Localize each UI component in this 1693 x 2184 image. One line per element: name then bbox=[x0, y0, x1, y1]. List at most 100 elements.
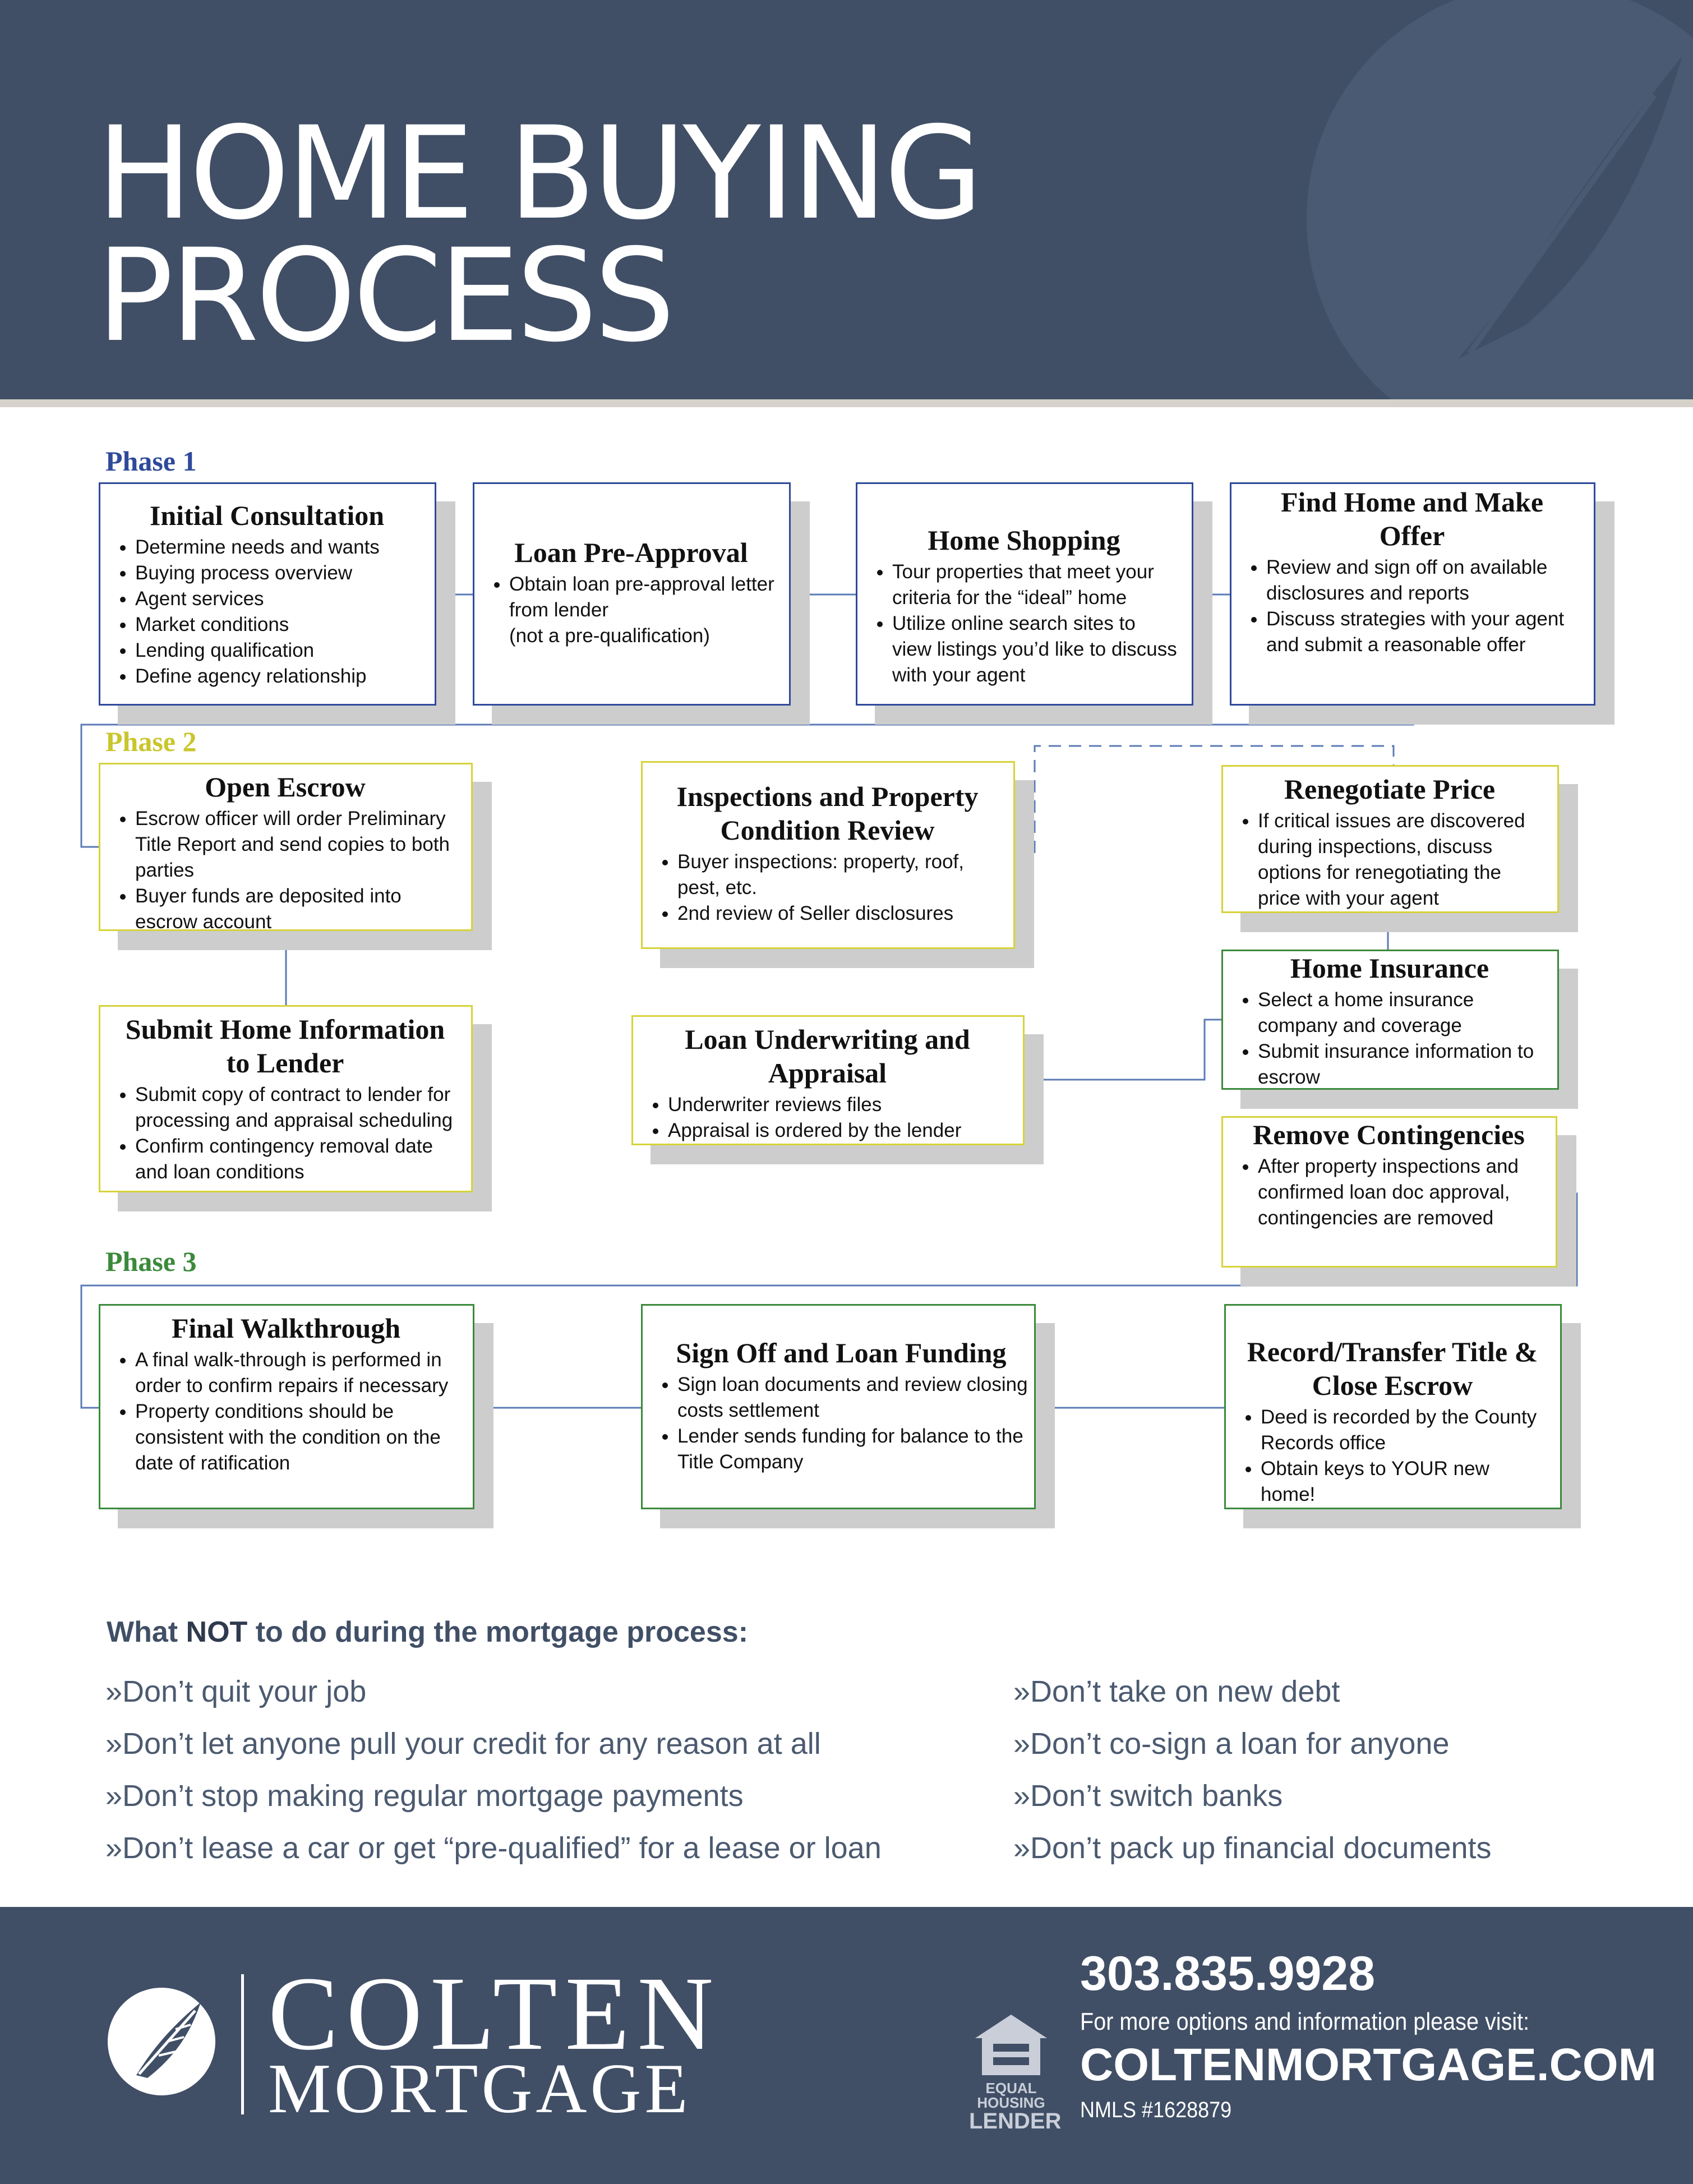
list-item: Underwriter reviews files bbox=[668, 1092, 1011, 1118]
website-link[interactable]: COLTENMORTGAGE.COM bbox=[1080, 2039, 1657, 2090]
list-item: Tour properties that meet your criteria … bbox=[892, 559, 1179, 611]
phone-number: 303.835.9928 bbox=[1080, 1947, 1376, 2001]
step-submit-home-info: Submit Home Information to Lender Submit… bbox=[99, 1005, 473, 1192]
list-item: Lender sends funding for balance to the … bbox=[677, 1423, 1028, 1475]
header-banner: HOME BUYING PROCESS bbox=[0, 0, 1693, 399]
donts-heading: What NOT to do during the mortgage proce… bbox=[107, 1615, 748, 1649]
dont-item: »Don’t pack up financial documents bbox=[1013, 1831, 1492, 1865]
connector-underwriting-insurance bbox=[1025, 1019, 1221, 1081]
step-title: Open Escrow bbox=[205, 771, 366, 803]
donts-heading-emphasis: NOT bbox=[186, 1616, 248, 1648]
title-line-1: HOME BUYING bbox=[96, 99, 983, 248]
donts-heading-pre: What bbox=[107, 1616, 186, 1648]
list-item: Discuss strategies with your agent and s… bbox=[1266, 606, 1581, 658]
step-initial-consultation: Initial Consultation Determine needs and… bbox=[99, 482, 436, 706]
step-title: Record/Transfer Title & Close Escrow bbox=[1247, 1336, 1538, 1401]
step-title: Remove Contingencies bbox=[1253, 1119, 1525, 1150]
list-item: Agent services bbox=[135, 586, 422, 612]
list-item: Review and sign off on available disclos… bbox=[1266, 555, 1581, 606]
list-item: If critical issues are discovered during… bbox=[1258, 808, 1545, 911]
list-item: Define agency relationship bbox=[135, 664, 422, 689]
header-divider bbox=[0, 399, 1693, 407]
list-item: After property inspections and confirmed… bbox=[1258, 1154, 1543, 1231]
step-title: Final Walkthrough bbox=[171, 1312, 401, 1344]
list-item: Select a home insurance company and cove… bbox=[1258, 987, 1545, 1039]
dont-item: »Don’t take on new debt bbox=[1013, 1675, 1340, 1708]
step-title: Renegotiate Price bbox=[1284, 773, 1496, 805]
brand-name-line-2: MORTGAGE bbox=[268, 2050, 691, 2128]
brand-name-line-1: COLTEN bbox=[268, 1955, 722, 2072]
footer-banner bbox=[0, 1907, 1693, 2184]
connector-inspections-renegotiate bbox=[1015, 745, 1395, 855]
dont-item: »Don’t co-sign a loan for anyone bbox=[1013, 1727, 1450, 1761]
list-item: Buyer inspections: property, roof, pest,… bbox=[677, 849, 1001, 901]
list-item: A final walk-through is performed in ord… bbox=[135, 1347, 460, 1399]
connector-contingencies-walkthrough bbox=[80, 1192, 1578, 1409]
step-list: Determine needs and wants Buying process… bbox=[112, 535, 422, 689]
step-list: Buyer inspections: property, roof, pest,… bbox=[654, 849, 1001, 927]
step-title: Home Insurance bbox=[1290, 952, 1489, 984]
list-item: Appraisal is ordered by the lender bbox=[668, 1118, 1011, 1144]
step-list: Underwriter reviews files Appraisal is o… bbox=[644, 1092, 1011, 1144]
page-title: HOME BUYING PROCESS bbox=[96, 99, 983, 370]
step-note: (not a pre-qualification) bbox=[509, 625, 710, 647]
step-sign-off-loan-funding: Sign Off and Loan Funding Sign loan docu… bbox=[641, 1304, 1036, 1509]
step-title: Find Home and Make Offer bbox=[1280, 486, 1544, 551]
step-list: Select a home insurance company and cove… bbox=[1234, 987, 1545, 1090]
step-find-home-make-offer: Find Home and Make Offer Review and sign… bbox=[1230, 482, 1595, 706]
logo-separator bbox=[241, 1974, 244, 2114]
dont-item: »Don’t stop making regular mortgage paym… bbox=[105, 1779, 744, 1813]
step-home-shopping: Home Shopping Tour properties that meet … bbox=[856, 482, 1193, 706]
list-item: 2nd review of Seller disclosures bbox=[677, 901, 1001, 927]
list-item: Deed is recorded by the County Records o… bbox=[1261, 1404, 1548, 1456]
list-item: Escrow officer will order Preliminary Ti… bbox=[135, 806, 459, 883]
nmls-number: NMLS #1628879 bbox=[1080, 2098, 1232, 2122]
donts-heading-post: to do during the mortgage process: bbox=[247, 1616, 749, 1648]
list-item: Utilize online search sites to view list… bbox=[892, 611, 1179, 688]
list-item: Determine needs and wants bbox=[135, 535, 422, 560]
list-item: Confirm contingency removal date and loa… bbox=[135, 1134, 459, 1185]
dont-item: »Don’t lease a car or get “pre-qualified… bbox=[105, 1831, 882, 1865]
step-list: After property inspections and confirmed… bbox=[1234, 1154, 1543, 1231]
phase-1-label: Phase 1 bbox=[105, 445, 197, 477]
step-list: Submit copy of contract to lender for pr… bbox=[112, 1082, 459, 1185]
list-item: Obtain keys to YOUR new home! bbox=[1261, 1456, 1548, 1508]
list-item: Obtain loan pre-approval letter from len… bbox=[509, 572, 777, 623]
step-title: Loan Underwriting and Appraisal bbox=[685, 1024, 970, 1089]
step-list: Escrow officer will order Preliminary Ti… bbox=[112, 806, 459, 935]
list-item: Market conditions bbox=[135, 612, 422, 638]
step-title: Inspections and Property Condition Revie… bbox=[676, 781, 979, 846]
list-item: Sign loan documents and review closing c… bbox=[677, 1372, 1028, 1423]
equal-housing-lender-label: EQUAL HOUSING LENDER bbox=[969, 2080, 1062, 2134]
visit-text: For more options and information please … bbox=[1080, 2008, 1530, 2035]
phase-2-label: Phase 2 bbox=[105, 726, 197, 757]
step-title: Initial Consultation bbox=[149, 500, 385, 531]
connector-offer-escrow bbox=[80, 706, 1414, 848]
step-title: Loan Pre-Approval bbox=[514, 537, 748, 568]
title-line-2: PROCESS bbox=[96, 221, 675, 370]
step-record-transfer-title: Record/Transfer Title & Close Escrow Dee… bbox=[1224, 1304, 1562, 1509]
feather-icon bbox=[108, 1988, 215, 2095]
list-item: Buying process overview bbox=[135, 560, 422, 586]
step-list: If critical issues are discovered during… bbox=[1234, 808, 1545, 911]
step-title: Home Shopping bbox=[928, 524, 1120, 556]
feather-watermark-icon bbox=[1307, 0, 1693, 399]
step-list: Tour properties that meet your criteria … bbox=[869, 559, 1179, 688]
step-loan-pre-approval: Loan Pre-Approval Obtain loan pre-approv… bbox=[473, 482, 791, 706]
list-item: Buyer funds are deposited into escrow ac… bbox=[135, 883, 459, 935]
step-list: Obtain loan pre-approval letter from len… bbox=[486, 572, 777, 623]
step-inspections-property-review: Inspections and Property Condition Revie… bbox=[641, 761, 1015, 949]
list-item: Lending qualification bbox=[135, 638, 422, 664]
dont-item: »Don’t let anyone pull your credit for a… bbox=[105, 1727, 821, 1761]
step-title: Sign Off and Loan Funding bbox=[676, 1337, 1007, 1369]
step-list: Deed is recorded by the County Records o… bbox=[1237, 1404, 1548, 1508]
step-renegotiate-price: Renegotiate Price If critical issues are… bbox=[1221, 765, 1559, 913]
list-item: Submit copy of contract to lender for pr… bbox=[135, 1082, 459, 1134]
step-remove-contingencies: Remove Contingencies After property insp… bbox=[1221, 1116, 1557, 1268]
equal-housing-house-icon bbox=[975, 2015, 1047, 2075]
eho-small-text: EQUAL HOUSING bbox=[977, 2080, 1045, 2111]
list-item: Submit insurance information to escrow bbox=[1258, 1039, 1545, 1090]
list-item: Property conditions should be consistent… bbox=[135, 1399, 460, 1476]
eho-big-text: LENDER bbox=[969, 2109, 1062, 2134]
